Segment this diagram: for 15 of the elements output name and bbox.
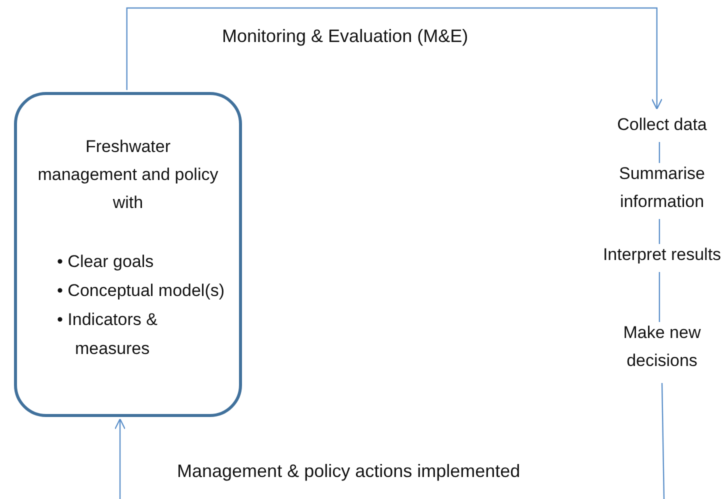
- rounded-box: [14, 92, 242, 417]
- step-text: Make new decisions: [598, 319, 726, 375]
- box-heading: Freshwater management and policy with: [36, 136, 220, 214]
- bullet-item: • Conceptual model(s): [57, 280, 226, 302]
- connector-line: [658, 272, 660, 322]
- connector-line: [658, 219, 660, 244]
- step-text: Collect data: [598, 111, 726, 139]
- arrow: [114, 418, 126, 499]
- connector-line: [658, 142, 660, 163]
- step-text: Interpret results: [598, 241, 726, 269]
- arrow: [126, 7, 662, 110]
- step-text: Summarise information: [598, 160, 726, 216]
- bullet-item: • Indicators & measures: [57, 309, 158, 360]
- bullet-item: • Clear goals: [57, 251, 155, 273]
- connector-line: [661, 382, 665, 499]
